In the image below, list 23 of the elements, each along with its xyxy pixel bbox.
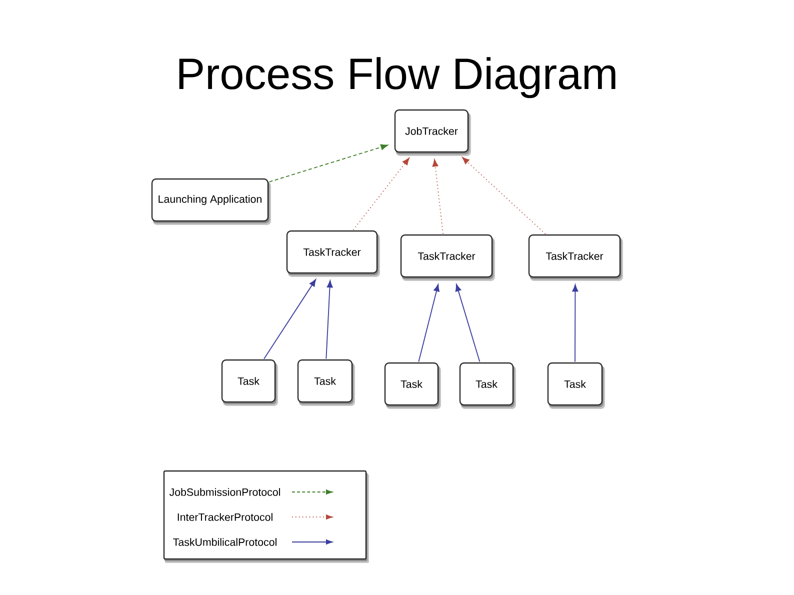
process-box: JobTracker xyxy=(394,109,471,156)
arrow xyxy=(432,159,444,234)
process-box: Task xyxy=(459,362,516,409)
title: Process Flow Diagram xyxy=(179,57,616,98)
process-box: Task xyxy=(221,359,278,406)
legend-label: JobSubmissionProtocol xyxy=(169,488,280,496)
arrow xyxy=(326,280,333,360)
process-box: Task xyxy=(547,362,605,409)
arrow xyxy=(352,158,410,230)
arrow xyxy=(264,279,316,360)
arrow xyxy=(268,144,388,182)
arrow xyxy=(462,157,546,234)
arrow xyxy=(418,284,440,362)
arrow xyxy=(455,284,480,362)
process-box: Task xyxy=(384,362,441,409)
process-box: Launching Application xyxy=(151,178,271,225)
process-box: TaskTracker xyxy=(528,234,623,281)
arrow xyxy=(572,284,578,362)
legend-label: InterTrackerProtocol xyxy=(178,513,272,521)
legend-label: TaskUmbilicalProtocol xyxy=(173,538,276,546)
process-box: TaskTracker xyxy=(400,234,495,281)
process-box: Task xyxy=(297,359,355,406)
process-box: TaskTracker xyxy=(286,230,380,277)
